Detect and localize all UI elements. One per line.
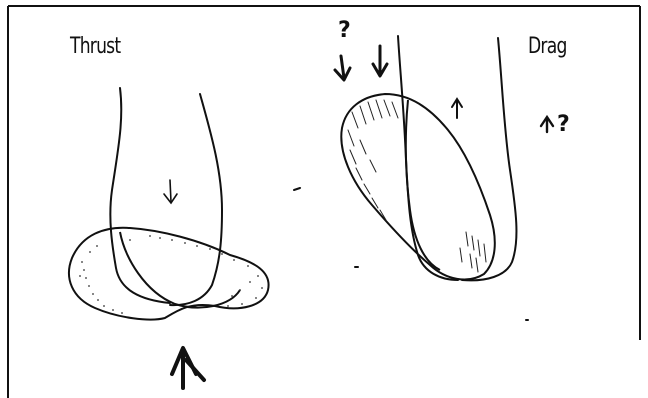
question-mark-left: ? — [338, 18, 351, 43]
thrust-label: Thrust — [70, 34, 120, 59]
thrust-down-arrow — [164, 180, 177, 203]
question-mark-right: ? — [557, 112, 570, 137]
drag-down-arrows — [335, 46, 387, 80]
drag-fin-hatching — [348, 100, 486, 272]
drag-leg — [398, 36, 516, 280]
thrust-fin — [69, 228, 269, 320]
thrust-up-arrow — [172, 348, 204, 388]
drag-label: Drag — [528, 34, 567, 59]
frame — [8, 6, 640, 398]
drag-inner-up-arrow — [452, 99, 462, 118]
drag-right-up-arrow — [541, 117, 553, 132]
drag-fin — [341, 94, 494, 280]
